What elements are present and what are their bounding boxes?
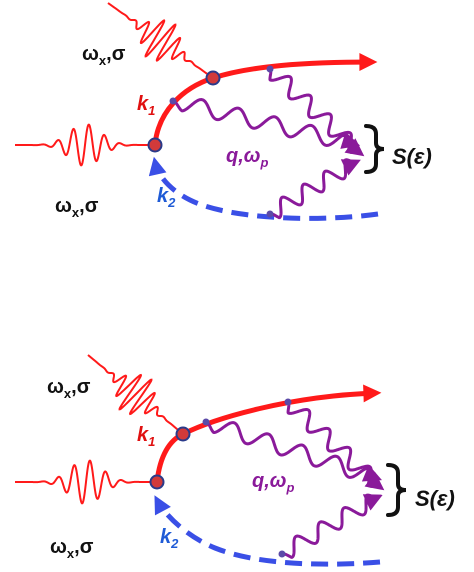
omega-subscript: x: [66, 546, 75, 561]
top-spectrum-brace: [364, 124, 385, 174]
bottom-k2-label: k2: [160, 527, 178, 550]
top-k1-label: k1: [137, 94, 155, 117]
bottom-lower-pulse: [15, 459, 157, 505]
top-electron-path: [152, 53, 378, 146]
k-symbol: k: [160, 526, 172, 548]
top-photon-2: [268, 68, 365, 157]
bottom-k1-label: k1: [137, 425, 155, 448]
sigma-text: ,σ: [74, 536, 94, 558]
sigma-text: ,σ: [79, 195, 99, 217]
k-subscript: 1: [148, 434, 156, 449]
bottom-upper-pulse-label: ωx,σ: [47, 377, 90, 400]
omega-symbol: ω: [50, 536, 67, 558]
sigma-text: ,σ: [71, 376, 91, 398]
top-vertex-upper: [205, 70, 221, 86]
bottom-upper-pulse: [87, 354, 184, 435]
p-subscript: p: [260, 155, 269, 170]
bottom-dashed-path: [154, 495, 381, 567]
bottom-photon-label: q,ωp: [252, 471, 294, 494]
bottom-emission-dot-2: [284, 398, 292, 406]
omega-symbol: ω: [82, 43, 99, 65]
sigma-text: ,σ: [106, 43, 126, 65]
omega-symbol: ω: [47, 376, 64, 398]
omega-subscript: x: [71, 205, 80, 220]
top-photon-3: [269, 158, 361, 220]
p-subscript: p: [286, 480, 295, 495]
bottom-electron-path: [154, 384, 382, 483]
bottom-emission-dot-1: [202, 418, 210, 426]
k-symbol: k: [157, 185, 169, 207]
omega-subscript: x: [63, 386, 72, 401]
bottom-photon-2: [286, 401, 385, 491]
omega-symbol: ω: [55, 195, 72, 217]
top-emission-dot-3: [266, 210, 274, 218]
top-photon-1: [172, 98, 361, 149]
bottom-vertex-lower: [149, 474, 165, 490]
k-subscript: 2: [171, 536, 179, 551]
top-photon-label: q,ωp: [226, 146, 268, 169]
top-upper-pulse-label: ωx,σ: [82, 44, 125, 67]
top-spectrum-label: S(ε): [392, 144, 432, 169]
top-emission-dot-2: [266, 65, 274, 73]
k-subscript: 2: [168, 195, 176, 210]
bottom-photon-3: [281, 493, 383, 559]
omega-subscript: x: [98, 53, 107, 68]
k-symbol: k: [137, 424, 149, 446]
q-omega-text: q,ω: [226, 145, 261, 167]
bottom-photon-1: [205, 420, 382, 482]
q-omega-text: q,ω: [252, 470, 287, 492]
top-upper-pulse: [107, 2, 214, 79]
top-lower-pulse: [15, 123, 155, 167]
bottom-spectrum-label: S(ε): [415, 486, 455, 511]
top-emission-dot-1: [169, 97, 177, 105]
bottom-spectrum-brace: [386, 463, 407, 517]
bottom-lower-pulse-label: ωx,σ: [50, 537, 93, 560]
top-dashed-path: [148, 156, 379, 221]
top-k2-label: k2: [157, 186, 175, 209]
bottom-vertex-upper: [175, 426, 191, 442]
k-symbol: k: [137, 93, 149, 115]
top-vertex-lower: [147, 137, 163, 153]
k-subscript: 1: [148, 103, 156, 118]
top-lower-pulse-label: ωx,σ: [55, 196, 98, 219]
bottom-emission-dot-3: [278, 550, 286, 558]
